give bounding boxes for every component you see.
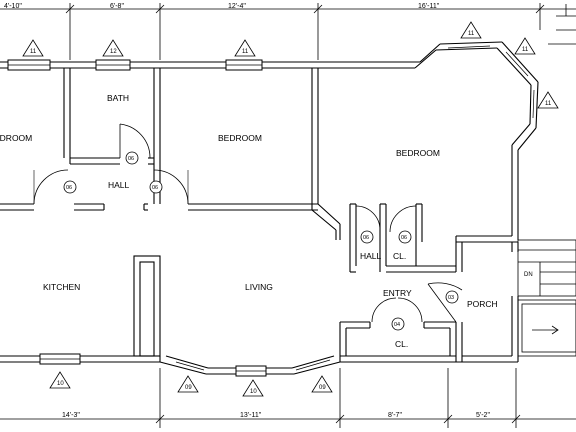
window-tag-7: 10 [57,381,64,387]
window-tag-2: 12 [110,49,117,55]
window-tag-5: 11 [522,47,529,53]
door-tags [63,151,459,331]
room-label-porch: PORCH [467,299,498,309]
top-dimension-line [0,3,576,60]
door-tag-bath: 06 [128,156,134,162]
window-center-lines [8,45,535,372]
stair-direction-label: DN [524,272,533,278]
room-label-living: LIVING [245,282,273,292]
door-tag-entry: 04 [394,322,400,328]
dim-top-2: 6'-8" [110,3,124,10]
stairs [517,239,576,357]
room-label-hall-2: HALL [360,251,382,261]
window-tags [22,21,559,397]
dim-bottom-3: 8'-7" [388,412,402,419]
door-tag-closet: 06 [401,235,407,241]
doors [33,123,463,323]
room-label-bedroom-right: BEDROOM [396,148,440,158]
dim-bottom-4: 5'-2" [476,412,490,419]
room-label-closet-2: CL. [395,339,408,349]
room-label-bedroom-center: BEDROOM [218,133,262,143]
room-label-bedroom-left: EDROOM [0,133,32,143]
windows [7,59,267,377]
room-label-closet: CL. [393,251,406,261]
dim-bottom-1: 14'-3" [62,412,80,419]
window-tag-10: 09 [319,385,326,391]
window-tag-4: 11 [468,31,475,37]
room-label-hall: HALL [108,180,130,190]
room-label-entry: ENTRY [383,288,412,298]
walls [0,41,539,375]
window-tag-9: 10 [250,389,257,395]
door-tag-hall-left: 06 [66,185,72,191]
door-tag-hall-right: 06 [152,185,158,191]
room-label-bath: BATH [107,93,129,103]
dim-top-3: 12'-4" [228,3,246,10]
bottom-dimension-line [0,368,576,428]
window-tag-1: 11 [30,49,37,55]
door-tag-porch: 03 [448,295,454,301]
room-label-kitchen: KITCHEN [43,282,80,292]
dim-top-1: 4'-10" [4,3,22,10]
window-tag-8: 09 [185,385,192,391]
window-tag-6: 11 [545,101,552,107]
door-tag-hall2: 06 [363,235,369,241]
dim-top-4: 16'-11" [418,3,440,10]
window-tag-3: 11 [242,49,249,55]
dim-bottom-2: 13'-11" [240,412,262,419]
